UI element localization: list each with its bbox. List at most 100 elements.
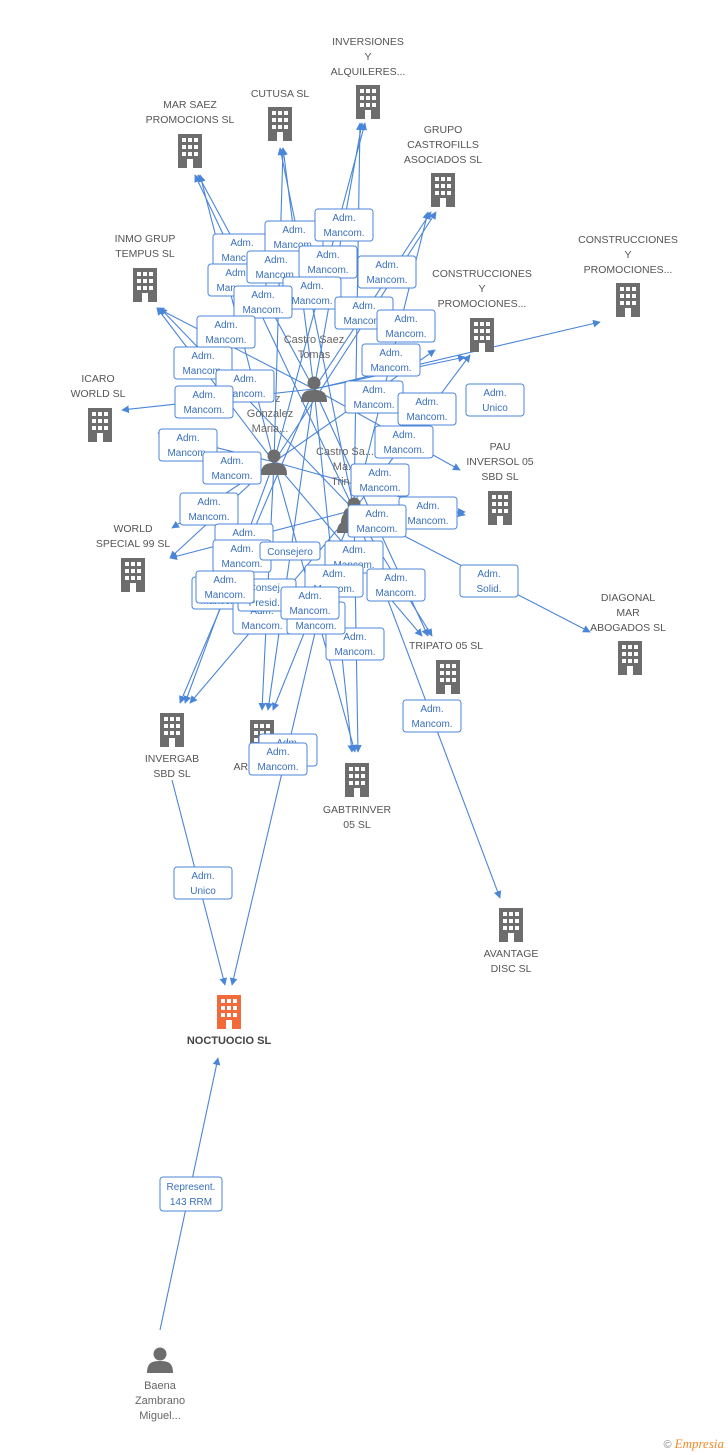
relation-label-text: Mancom. — [291, 296, 332, 307]
relation-label-box[interactable]: Adm.Mancom. — [397, 392, 457, 426]
relation-label-box[interactable]: Adm.Mancom. — [179, 492, 239, 526]
relation-label-text: Mancom. — [383, 445, 424, 456]
company-node-noctuocio[interactable]: NOCTUOCIO SL — [187, 995, 272, 1047]
node-label-line: PAU — [490, 441, 511, 453]
node-label-line: INVERGAB — [145, 753, 199, 765]
relation-label-text: Mancom. — [359, 483, 400, 494]
relation-label-text: Mancom. — [273, 240, 314, 251]
relation-label-box[interactable]: Adm. Mancom. — [248, 742, 308, 776]
relation-label-box[interactable]: Adm.Mancom. — [314, 208, 374, 242]
person-node-p2[interactable]: ...ezGonzalezMaria... — [247, 393, 293, 475]
relation-label-box[interactable]: Adm.Mancom. — [344, 380, 404, 414]
relation-label-box[interactable]: Adm.Mancom. — [347, 504, 407, 538]
relation-label-text: Adm. — [343, 632, 366, 643]
relation-label-box[interactable]: Adm.Mancom. — [366, 568, 426, 602]
relation-label-box[interactable]: Adm.Mancom. — [282, 276, 342, 310]
relation-label-box[interactable]: Adm.Mancom. — [174, 385, 234, 419]
relation-edge — [273, 211, 437, 463]
relation-label-box[interactable]: Adm. Mancom. — [233, 285, 293, 319]
relation-label-box[interactable]: Adm. Mancom. — [325, 627, 385, 661]
relation-label-box[interactable]: Adm.Mancom. — [280, 586, 340, 620]
company-node-cutusa[interactable]: CUTUSA SL — [251, 88, 310, 141]
building-icon — [431, 173, 455, 207]
company-node-invergab[interactable]: INVERGAB SBD SL — [145, 713, 199, 780]
relation-label-text: Mancom. — [257, 762, 298, 773]
relation-label-box[interactable]: Adm.Mancom. — [374, 425, 434, 459]
relation-label-box[interactable]: Adm.Mancom. — [402, 699, 462, 733]
relation-label-box[interactable]: Adm.Mancom. — [195, 570, 255, 604]
building-icon — [133, 268, 157, 302]
relation-label-text: Mancom. — [370, 363, 411, 374]
relation-label-text: Mancom. — [167, 448, 208, 459]
relation-label-box[interactable]: Adm.Mancom. — [264, 220, 324, 254]
relation-label-text: Adm. — [394, 314, 417, 325]
person-node-p5[interactable]: BaenaZambranoMiguel... — [135, 1347, 185, 1423]
relation-label-box[interactable]: Adm.Mancom. — [357, 255, 417, 289]
relation-label-text: Consej.. — [249, 583, 286, 594]
relation-label-text: Adm. — [191, 351, 214, 362]
relation-label-box[interactable]: Adm.Unico — [465, 383, 525, 417]
relation-label-box[interactable]: Adm.Mancom. — [212, 539, 272, 573]
relation-label-box[interactable]: Adm.Unico — [173, 866, 233, 900]
relation-label-box[interactable]: Adm.Mancom. — [398, 496, 458, 530]
relation-label-text: Mancom. — [182, 366, 223, 377]
relation-label-text: Mancom. — [343, 316, 384, 327]
node-label-line: Castro Saez — [284, 334, 345, 346]
building-icon — [436, 660, 460, 694]
relation-edge — [277, 147, 355, 511]
relation-label-text: Adm. — [266, 747, 289, 758]
relation-label-text: Mancom. — [375, 588, 416, 599]
node-label-line: Castro Sa... — [316, 446, 374, 458]
relation-label-text: Mancom. — [242, 305, 283, 316]
relation-label-box[interactable]: Represent.143 RRM — [159, 1176, 223, 1212]
node-label-line: Tomas — [298, 349, 331, 361]
company-node-inversiones[interactable]: INVERSIONESYALQUILERES... — [331, 36, 406, 119]
relation-label-box[interactable]: Adm.Mancom. — [158, 428, 218, 462]
relation-edge — [313, 319, 601, 390]
relation-edge — [194, 174, 355, 511]
relation-label-box[interactable]: Adm.Mancom. — [350, 463, 410, 497]
relation-label-text: Mancom. — [411, 719, 452, 730]
relation-label-text: Adm. — [220, 456, 243, 467]
relation-label-box[interactable]: Consejero — [259, 541, 321, 561]
relation-label-text: Adm. — [251, 290, 274, 301]
node-label-line: CASTROFILLS — [407, 139, 479, 151]
relation-label-box[interactable]: Adm.Mancom. — [202, 451, 262, 485]
node-label-line: Y — [478, 283, 485, 295]
relation-label-box[interactable]: Adm.Mancom. — [376, 309, 436, 343]
building-icon — [356, 85, 380, 119]
relation-label-text: Mancom. — [334, 647, 375, 658]
relation-label-box[interactable]: Adm.Mancom. — [298, 245, 358, 279]
company-node-const1[interactable]: CONSTRUCCIONESYPROMOCIONES... — [578, 234, 678, 317]
node-label-line: SBD SL — [153, 768, 191, 780]
company-node-tripato[interactable]: TRIPATO 05 SL — [409, 640, 483, 694]
node-label-line: MAR SAEZ — [163, 99, 217, 111]
relation-label-box[interactable]: Adm.Solid. — [459, 564, 519, 598]
building-icon — [88, 408, 112, 442]
building-icon — [499, 908, 523, 942]
relation-label-text: Adm. — [332, 213, 355, 224]
relation-label-text: Adm. — [415, 397, 438, 408]
relation-label-text: Adm. — [232, 528, 255, 539]
node-label-line: ASOCIADOS SL — [404, 154, 482, 166]
relation-label-text: Adm. — [375, 260, 398, 271]
relation-label-box[interactable]: Adm.Mancom. — [361, 343, 421, 377]
relation-label-box[interactable]: Adm.Mancom. — [196, 315, 256, 349]
node-label-line: Gonzalez — [247, 408, 293, 420]
node-label-line: Y — [364, 51, 371, 63]
company-node-const2[interactable]: CONSTRUCCIONESYPROMOCIONES... — [432, 268, 532, 352]
relation-label-text: Adm. — [213, 575, 236, 586]
node-label-line: INVERSOL 05 — [466, 456, 533, 468]
node-label-line: 05 SL — [343, 819, 371, 831]
